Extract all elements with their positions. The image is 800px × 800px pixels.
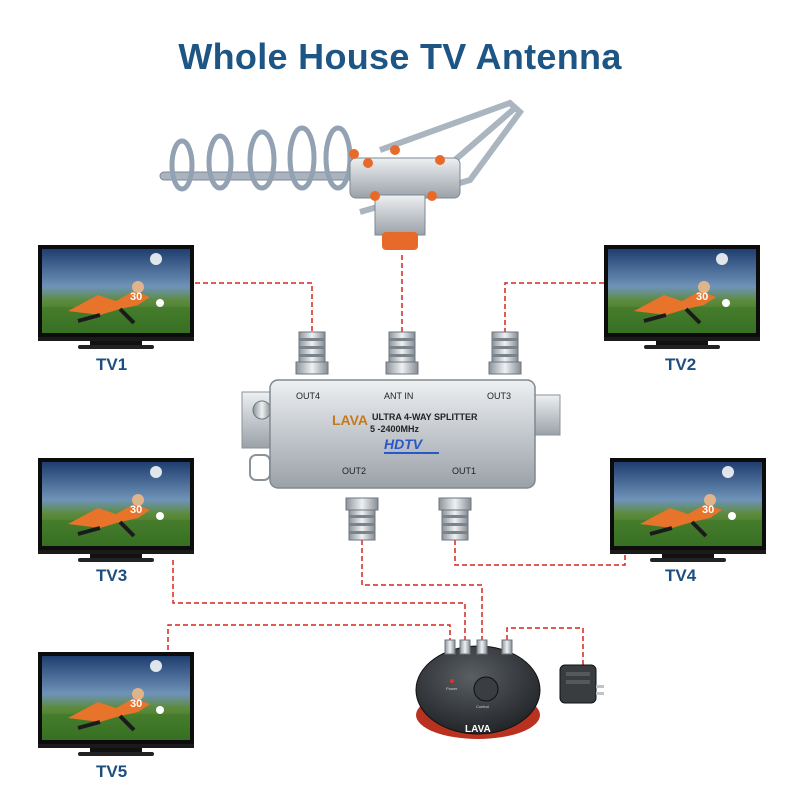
hdtv-logo: HDTV [384,436,424,452]
cable-tv4 [454,540,626,566]
tv-jersey: 30 [696,291,708,303]
tv-5 [36,650,196,758]
splitter-model-label: ULTRA 4-WAY SPLITTER [372,412,478,422]
tv-jersey: 30 [130,698,142,710]
port-out1-label: OUT1 [452,466,476,476]
port-ant-in-label: ANT IN [384,391,413,401]
control-label: Control [476,704,489,709]
tv-jersey: 30 [130,504,142,516]
controller-brand-logo: LAVA [465,724,491,735]
splitter-brand-logo: LAVA [332,412,368,428]
tv-4 [608,456,768,564]
tv-jersey: 30 [702,504,714,516]
tv4-label: TV4 [665,566,697,585]
splitter-freq-label: 5 -2400MHz [370,424,420,434]
tv-2 [602,243,762,351]
remote-controller: Power Control LAVA [415,639,541,739]
cable-power-adapter [506,627,584,665]
power-label: Power [446,686,458,691]
cable-tv3-to-controller [172,560,466,640]
tv-3 [36,456,196,564]
tv-jersey: 30 [130,291,142,303]
cable-tv5-to-controller [167,624,451,650]
power-adapter [559,664,604,704]
tv2-label: TV2 [665,355,697,374]
page-title: Whole House TV Antenna [178,36,622,77]
antenna-image [159,99,525,250]
tv-jerseys: 30 30 30 30 30 [130,291,714,710]
port-out3-label: OUT3 [487,391,511,401]
port-out2-label: OUT2 [342,466,366,476]
splitter: OUT4 ANT IN OUT3 OUT2 OUT1 LAVA ULTRA 4-… [241,331,561,541]
cable-lines [167,255,626,665]
cable-out2-to-controller [361,540,483,640]
tv3-label: TV3 [96,566,128,585]
tv5-label: TV5 [96,762,128,781]
tv-1 [36,243,196,351]
cable-tv1 [195,282,313,332]
port-out4-label: OUT4 [296,391,320,401]
cable-tv2 [504,282,604,332]
tv1-label: TV1 [96,355,128,374]
